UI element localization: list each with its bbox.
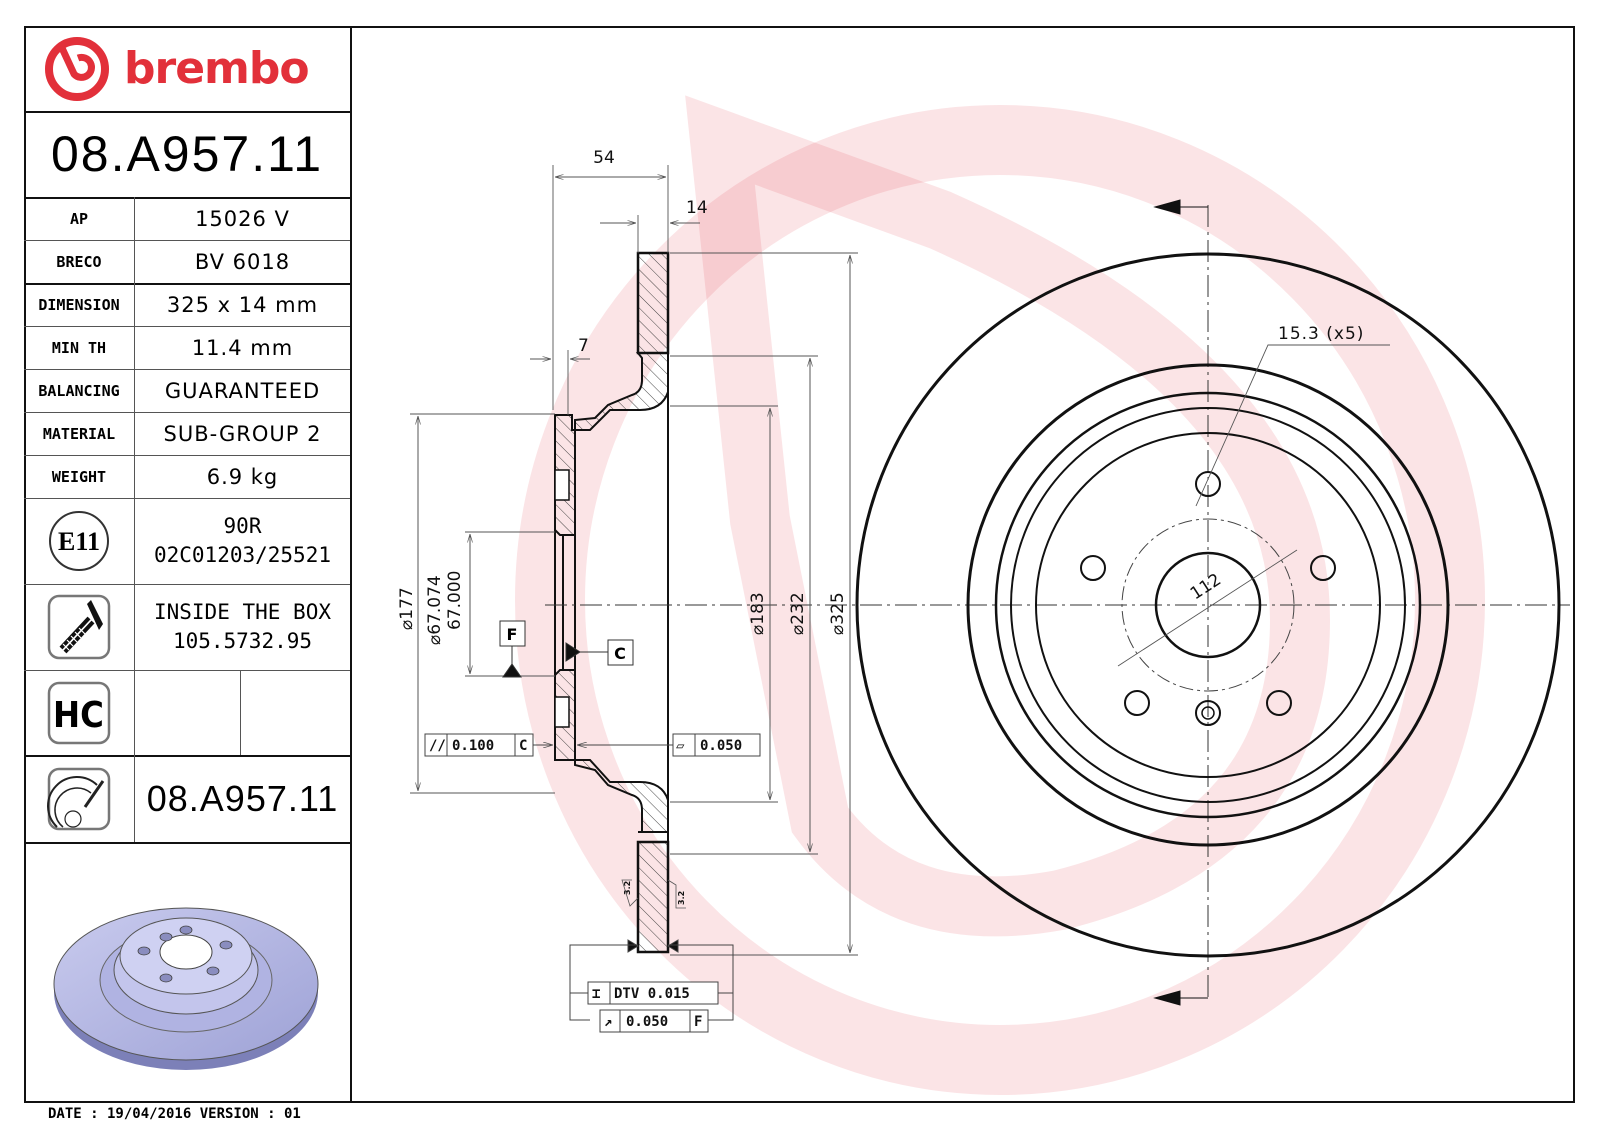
drawing-frame	[24, 26, 1575, 1103]
bolt-hole-callout: 15.3 (x5)	[1278, 324, 1364, 344]
section-view	[554, 251, 670, 954]
dim-hat-wall: 7	[578, 336, 589, 356]
dim-d183: ⌀183	[748, 592, 768, 635]
runout-value: 0.050	[626, 1014, 668, 1030]
spec-label: BRECO	[24, 240, 135, 283]
pcd-callout: 112	[1187, 570, 1225, 604]
svg-text:0.050: 0.050	[700, 738, 742, 754]
spec-label: DIMENSION	[24, 283, 135, 326]
cert-regulation: 90R	[223, 514, 262, 538]
revision-footer: DATE : 19/04/2016 VERSION : 01	[48, 1106, 301, 1122]
spec-value: 15026 V	[195, 206, 290, 231]
dim-d67-min: 67.000	[445, 571, 465, 630]
screw-icon	[47, 594, 111, 660]
dim-offset: 54	[593, 148, 615, 168]
spec-value: 325 x 14 mm	[166, 292, 319, 317]
spec-label: WEIGHT	[24, 455, 135, 498]
spec-value: 6.9 kg	[206, 464, 279, 489]
svg-text:0.100: 0.100	[452, 738, 494, 754]
hc-empty-cell	[135, 670, 241, 755]
runout-symbol: ↗	[604, 1014, 612, 1030]
spec-label: MATERIAL	[24, 412, 135, 455]
spec-row-dimension: DIMENSION 325 x 14 mm	[24, 283, 350, 327]
svg-text:▱: ▱	[676, 738, 685, 754]
spec-value: SUB-GROUP 2	[163, 421, 322, 446]
dtv-value: DTV 0.015	[614, 986, 690, 1002]
svg-text:C: C	[519, 738, 527, 754]
dim-thickness: 14	[686, 198, 708, 218]
spec-row-balancing: BALANCING GUARANTEED	[24, 369, 350, 413]
flatness-frame	[577, 733, 761, 757]
svg-text:HC: HC	[53, 694, 104, 736]
disc-3d-thumbnail	[24, 844, 350, 1099]
screw-part-number: 105.5732.95	[172, 629, 313, 653]
spec-row-min-th: MIN TH 11.4 mm	[24, 326, 350, 370]
brand-logo: brembo	[24, 26, 350, 113]
brake-disc-render-icon	[53, 907, 319, 1070]
screw-note: INSIDE THE BOX	[153, 600, 331, 624]
spec-label: AP	[24, 197, 135, 240]
screw-row: INSIDE THE BOX 105.5732.95	[24, 584, 350, 671]
spec-value: 11.4 mm	[191, 335, 294, 360]
disc-code-row: 08.A957.11	[24, 755, 350, 844]
brembo-logo-icon	[45, 36, 109, 101]
svg-text:3.2: 3.2	[677, 891, 686, 905]
hc-icon: HC	[47, 681, 111, 744]
certification-row: E11 90R 02C01203/25521	[24, 498, 350, 585]
brand-name: brembo	[124, 43, 310, 94]
spec-row-ap: AP 15026 V	[24, 197, 350, 241]
spec-row-material: MATERIAL SUB-GROUP 2	[24, 412, 350, 456]
svg-text://: //	[429, 738, 446, 754]
hc-row: HC	[24, 670, 350, 757]
title-block: brembo 08.A957.11 AP 15026 V BRECO BV 60…	[24, 26, 352, 1103]
dim-d325: ⌀325	[828, 592, 848, 635]
datum-f	[499, 620, 526, 678]
svg-text:C: C	[614, 644, 626, 663]
dtv-symbol: ⌶	[592, 986, 600, 1002]
svg-text:E11: E11	[58, 527, 100, 556]
svg-text:F: F	[507, 625, 518, 644]
dim-d67-max: ⌀67.074	[425, 575, 445, 645]
front-view	[855, 199, 1561, 1006]
cert-approval-number: 02C01203/25521	[153, 543, 331, 567]
disc-pen-icon	[47, 767, 111, 830]
spec-row-weight: WEIGHT 6.9 kg	[24, 455, 350, 499]
disc-code-value: 08.A957.11	[146, 778, 339, 819]
part-number: 08.A957.11	[50, 126, 324, 182]
part-number-header: 08.A957.11	[24, 111, 350, 199]
spec-label: BALANCING	[24, 369, 135, 412]
datum-c	[565, 639, 634, 666]
runout-datum: F	[694, 1014, 702, 1030]
spec-value: BV 6018	[194, 249, 291, 274]
spec-row-breco: BRECO BV 6018	[24, 240, 350, 285]
dim-d232: ⌀232	[788, 592, 808, 635]
svg-text:3.2: 3.2	[623, 881, 632, 895]
e11-circle-icon: E11	[49, 511, 109, 571]
parallelism-frame	[424, 733, 553, 757]
spec-value: GUARANTEED	[164, 378, 321, 403]
spec-label: MIN TH	[24, 326, 135, 369]
dim-d177: ⌀177	[397, 587, 417, 630]
